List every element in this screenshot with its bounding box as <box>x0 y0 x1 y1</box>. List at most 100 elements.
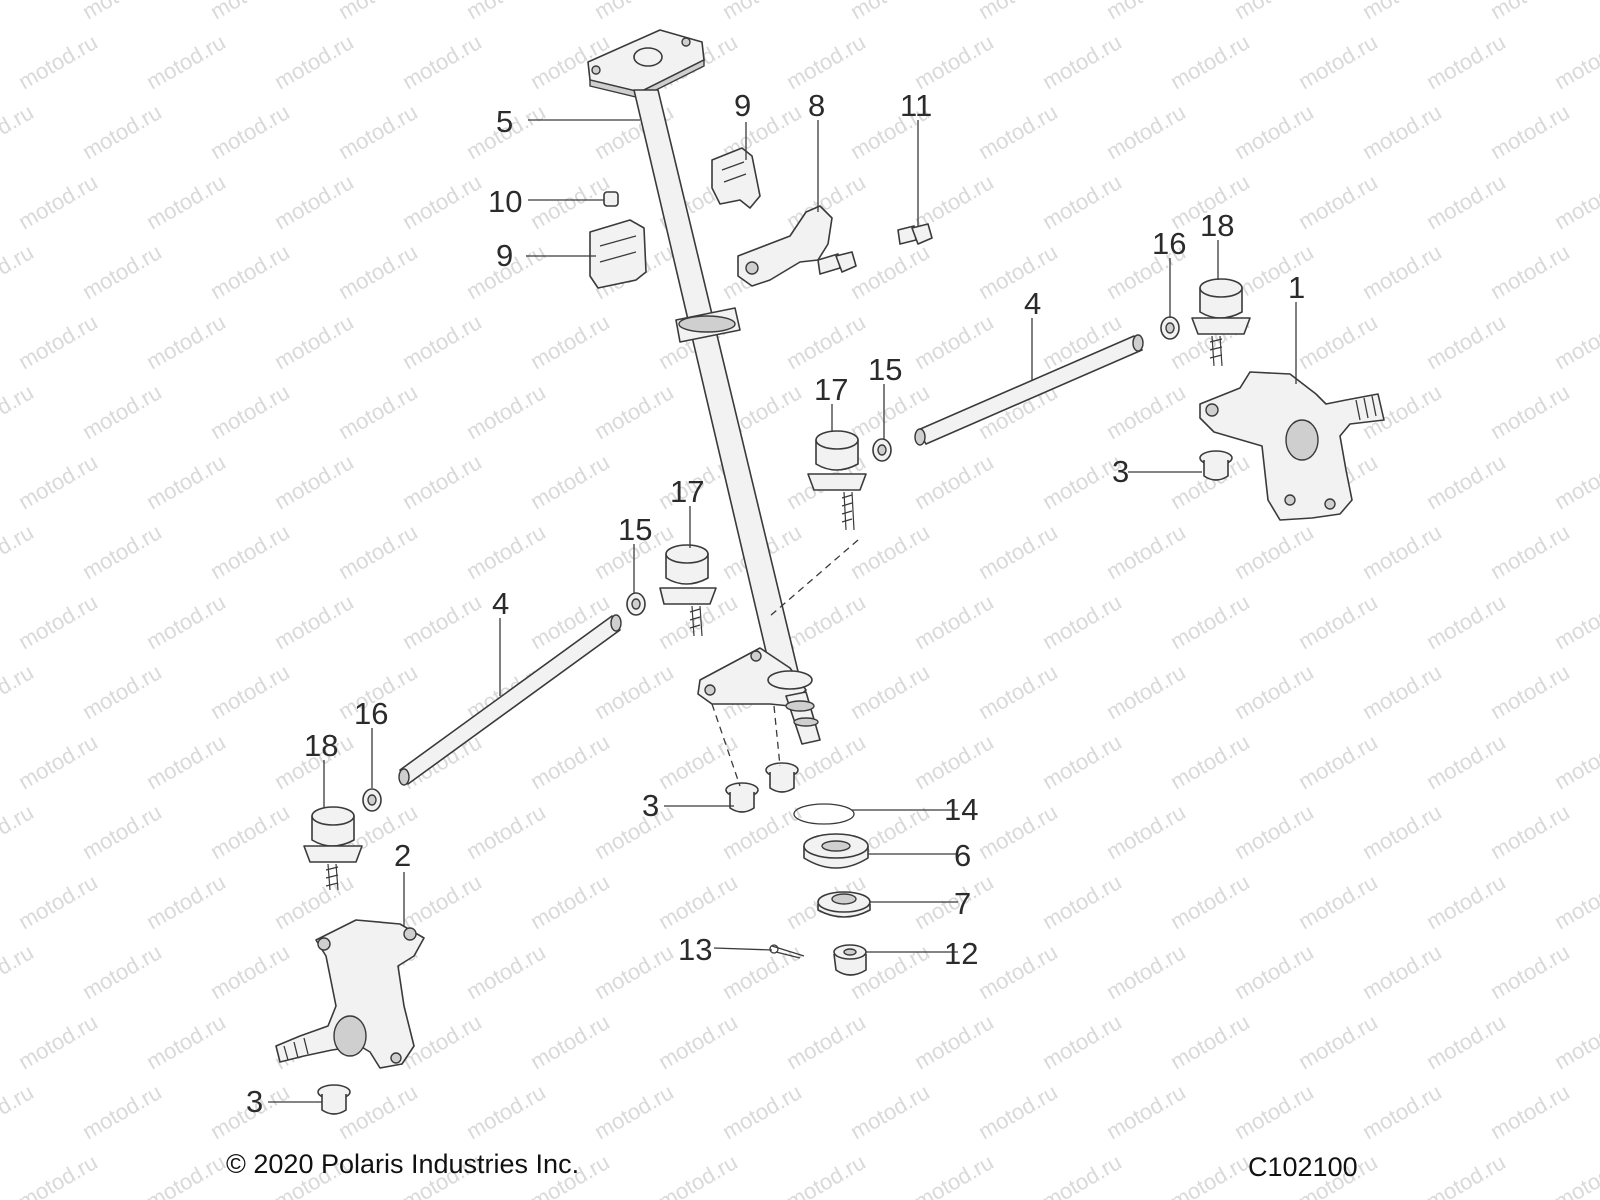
watermark-text: motod.ru <box>142 449 230 514</box>
watermark-text: motod.ru <box>590 1079 678 1144</box>
watermark-text: motod.ru <box>78 939 166 1004</box>
watermark-text: motod.ru <box>1294 1009 1382 1074</box>
watermark-text: motod.ru <box>1486 799 1574 864</box>
watermark-text: motod.ru <box>1166 29 1254 94</box>
watermark-text: motod.ru <box>1166 589 1254 654</box>
watermark-text: motod.ru <box>526 449 614 514</box>
watermark-text: motod.ru <box>270 589 358 654</box>
assembly-lines <box>711 539 859 787</box>
watermark-text: motod.ru <box>142 1149 230 1200</box>
watermark-text: motod.ru <box>782 1009 870 1074</box>
watermark-text: motod.ru <box>974 939 1062 1004</box>
watermark-text: motod.ru <box>1358 99 1446 164</box>
watermark-text: motod.ru <box>398 449 486 514</box>
watermark-text: motod.ru <box>590 0 678 24</box>
watermark-text: motod.ru <box>462 939 550 1004</box>
watermark-text: motod.ru <box>142 169 230 234</box>
watermark-text: motod.ru <box>526 729 614 794</box>
watermark-text: motod.ru <box>654 869 742 934</box>
watermark-text: motod.ru <box>782 1149 870 1200</box>
watermark-text: motod.ru <box>1422 869 1510 934</box>
tie-rod-end-18-left <box>303 806 363 891</box>
watermark-text: motod.ru <box>654 729 742 794</box>
watermark-text: motod.ru <box>1166 1149 1254 1200</box>
watermark-text: motod.ru <box>78 99 166 164</box>
watermark-text: motod.ru <box>1294 309 1382 374</box>
watermark-text: motod.ru <box>782 729 870 794</box>
watermark-text: motod.ru <box>398 29 486 94</box>
callout-15-left: 15 <box>618 512 652 547</box>
callout-labels: 5 9 8 11 10 9 4 16 18 1 17 15 3 17 15 4 … <box>246 88 1305 1119</box>
jam-nut-right <box>1160 316 1180 340</box>
bushing-3-right <box>1199 450 1233 481</box>
watermark-text: motod.ru <box>78 519 166 584</box>
watermark-text: motod.ru <box>334 0 422 24</box>
watermark-text: motod.ru <box>0 239 38 304</box>
watermark-text: motod.ru <box>270 869 358 934</box>
watermark-text: motod.ru <box>526 309 614 374</box>
watermark-text: motod.ru <box>1422 1009 1510 1074</box>
watermark-text: motod.ru <box>14 869 102 934</box>
callout-13: 13 <box>678 932 712 967</box>
retaining-ring <box>793 803 855 825</box>
watermark-text: motod.ru <box>718 1079 806 1144</box>
watermark-text: motod.ru <box>910 309 998 374</box>
watermark-text: motod.ru <box>14 449 102 514</box>
callout-9-upper: 9 <box>734 88 751 123</box>
callout-8: 8 <box>808 88 825 123</box>
watermark-text: motod.ru <box>78 659 166 724</box>
watermark-text: motod.ru <box>718 0 806 24</box>
watermark-text: motod.ru <box>78 1079 166 1144</box>
watermark-text: motod.ru <box>1038 589 1126 654</box>
callout-5: 5 <box>496 104 513 139</box>
watermark-text: motod.ru <box>1486 939 1574 1004</box>
watermark-text: motod.ru <box>590 379 678 444</box>
watermark-text: motod.ru <box>78 799 166 864</box>
watermark-text: motod.ru <box>526 869 614 934</box>
bolt-11a <box>897 223 933 245</box>
watermark-text: motod.ru <box>1166 729 1254 794</box>
castle-nut <box>833 944 867 976</box>
watermark-text: motod.ru <box>590 659 678 724</box>
watermark-text: motod.ru <box>910 589 998 654</box>
figure-code: C102100 <box>1248 1152 1358 1182</box>
tie-rod-left <box>398 614 622 786</box>
watermark-text: motod.ru <box>14 1149 102 1200</box>
callout-12: 12 <box>944 936 978 971</box>
watermark-text: motod.ru <box>526 1009 614 1074</box>
watermark-text: motod.ru <box>1102 1079 1190 1144</box>
watermark-text: motod.ru <box>1486 1079 1574 1144</box>
watermark-text: motod.ru <box>0 939 38 1004</box>
watermark-text: motod.ru <box>654 1009 742 1074</box>
watermark-text: motod.ru <box>1486 659 1574 724</box>
watermark-text: motod.ru <box>1038 1009 1126 1074</box>
watermark-text: motod.ru <box>526 169 614 234</box>
watermark-text: motod.ru <box>910 729 998 794</box>
watermark-text: motod.ru <box>1422 169 1510 234</box>
watermark-text: motod.ru <box>206 239 294 304</box>
callout-16-left: 16 <box>354 696 388 731</box>
watermark-text: motod.ru <box>0 659 38 724</box>
callout-17-right: 17 <box>814 372 848 407</box>
watermark-text: motod.ru <box>78 0 166 24</box>
watermark-text: motod.ru <box>1102 799 1190 864</box>
watermark-text: motod.ru <box>206 799 294 864</box>
watermark-text: motod.ru <box>0 519 38 584</box>
watermark-text: motod.ru <box>782 29 870 94</box>
watermark-text: motod.ru <box>14 589 102 654</box>
cotter-pin <box>769 944 805 959</box>
watermark-text: motod.ru <box>270 449 358 514</box>
clamp-half-lower <box>589 219 647 289</box>
watermark-text: motod.ru <box>1486 519 1574 584</box>
watermark-text: motod.ru <box>1038 1149 1126 1200</box>
watermark-text: motod.ru <box>0 1079 38 1144</box>
callout-4-left: 4 <box>492 586 509 621</box>
nut-15-right <box>872 438 892 462</box>
watermark-text: motod.ru <box>0 0 38 24</box>
column-bracket <box>737 205 833 287</box>
watermark-text: motod.ru <box>462 519 550 584</box>
washer <box>817 891 871 918</box>
clamp-half-upper <box>711 147 761 209</box>
watermark-text: motod.ru <box>1230 0 1318 24</box>
